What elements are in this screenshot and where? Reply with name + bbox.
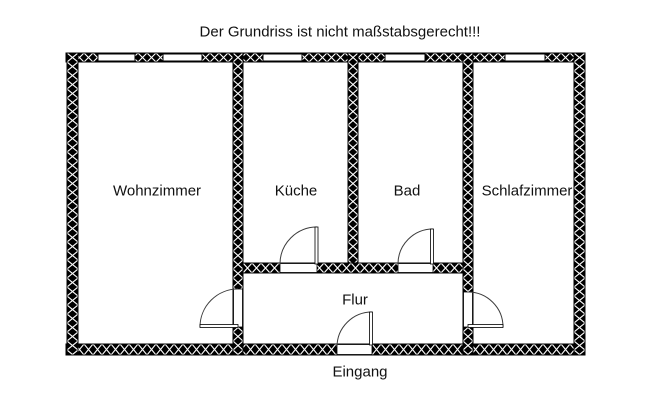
window-wohnzimmer-2 xyxy=(162,53,203,62)
wall-flur-top xyxy=(242,262,464,274)
room-label-bad: Bad xyxy=(393,182,421,200)
door-leaf-schlafzimmer xyxy=(467,324,504,328)
door-leaf-bad xyxy=(430,228,434,265)
entrance-label: Eingang xyxy=(332,363,388,381)
room-label-flur: Flur xyxy=(342,291,368,309)
door-arc-schlafzimmer xyxy=(467,291,504,328)
door-opening-bad xyxy=(397,263,434,273)
room-label-schlafzimmer: Schlafzimmer xyxy=(481,182,573,200)
wall-left xyxy=(66,52,79,356)
door-opening-eingang xyxy=(336,344,373,355)
door-opening-schlafzimmer xyxy=(463,291,473,328)
door-opening-wohnzimmer xyxy=(233,288,243,328)
door-arc-bad xyxy=(397,228,434,265)
window-wohnzimmer-1 xyxy=(97,53,136,62)
door-arc-eingang xyxy=(336,311,373,348)
wall-bad-schlafzimmer xyxy=(462,52,474,356)
wall-kueche-bad xyxy=(347,52,359,274)
plan-title: Der Grundriss ist nicht maßstabsgerecht!… xyxy=(199,23,481,41)
window-bad xyxy=(384,53,426,62)
door-leaf-eingang xyxy=(369,311,373,346)
wall-wohnzimmer-kueche xyxy=(232,52,244,356)
door-arc-kueche xyxy=(279,226,318,265)
window-kueche xyxy=(262,53,303,62)
door-arc-wohnzimmer xyxy=(199,288,239,328)
wall-right xyxy=(573,52,586,356)
door-opening-kueche xyxy=(279,263,318,273)
wall-bottom xyxy=(65,343,586,356)
window-schlafzimmer xyxy=(504,53,546,62)
door-leaf-kueche xyxy=(314,226,319,265)
room-label-kueche: Küche xyxy=(274,182,318,200)
room-label-wohnzimmer: Wohnzimmer xyxy=(112,182,202,200)
door-leaf-wohnzimmer xyxy=(199,324,239,328)
